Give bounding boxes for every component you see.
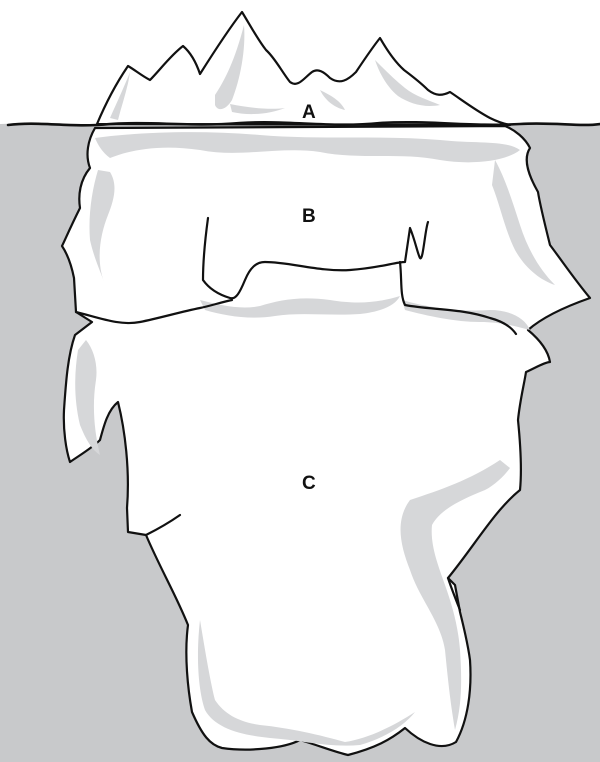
label-c: C [302, 473, 316, 494]
label-a: A [302, 102, 316, 123]
label-b: B [302, 206, 316, 227]
